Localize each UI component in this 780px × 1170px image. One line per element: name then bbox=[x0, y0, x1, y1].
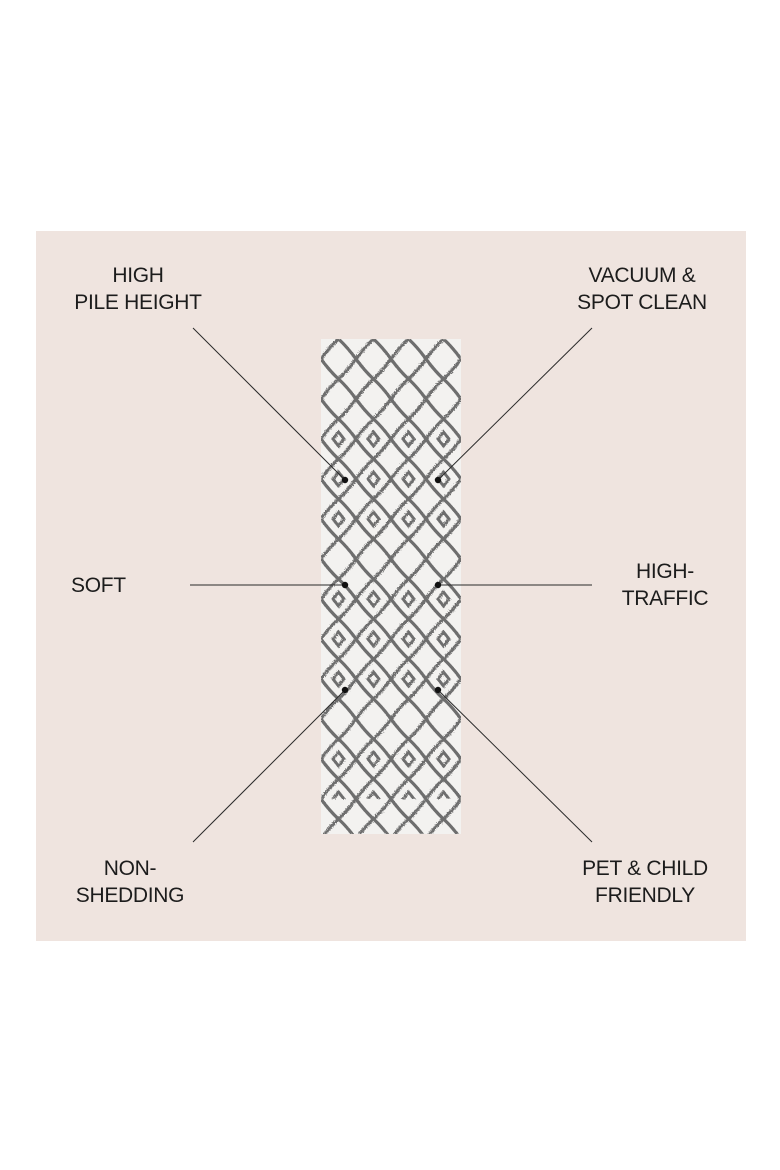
rug-pattern bbox=[321, 339, 461, 834]
feature-label-line: PET & CHILD bbox=[582, 857, 708, 880]
feature-label-line: SHEDDING bbox=[75, 884, 185, 907]
feature-label-traffic: HIGH- TRAFFIC bbox=[605, 558, 725, 612]
feature-label-line: VACUUM & bbox=[588, 264, 696, 287]
feature-label-line: HIGH bbox=[112, 264, 164, 287]
runner-rug-image bbox=[321, 339, 461, 834]
feature-label-line: NON- bbox=[103, 857, 157, 880]
feature-label-vacuum: VACUUM & SPOT CLEAN bbox=[561, 262, 723, 316]
feature-label-line: FRIENDLY bbox=[595, 884, 695, 907]
feature-label-line: HIGH- bbox=[636, 560, 694, 583]
feature-label-shedding: NON- SHEDDING bbox=[60, 855, 200, 909]
feature-label-line: PILE HEIGHT bbox=[74, 291, 202, 314]
feature-label-pet: PET & CHILD FRIENDLY bbox=[566, 855, 724, 909]
feature-label-line: SOFT bbox=[71, 574, 126, 597]
feature-label-pile: HIGH PILE HEIGHT bbox=[58, 262, 218, 316]
feature-label-line: TRAFFIC bbox=[621, 587, 709, 610]
feature-label-soft: SOFT bbox=[71, 572, 171, 599]
feature-label-line: SPOT CLEAN bbox=[577, 291, 707, 314]
